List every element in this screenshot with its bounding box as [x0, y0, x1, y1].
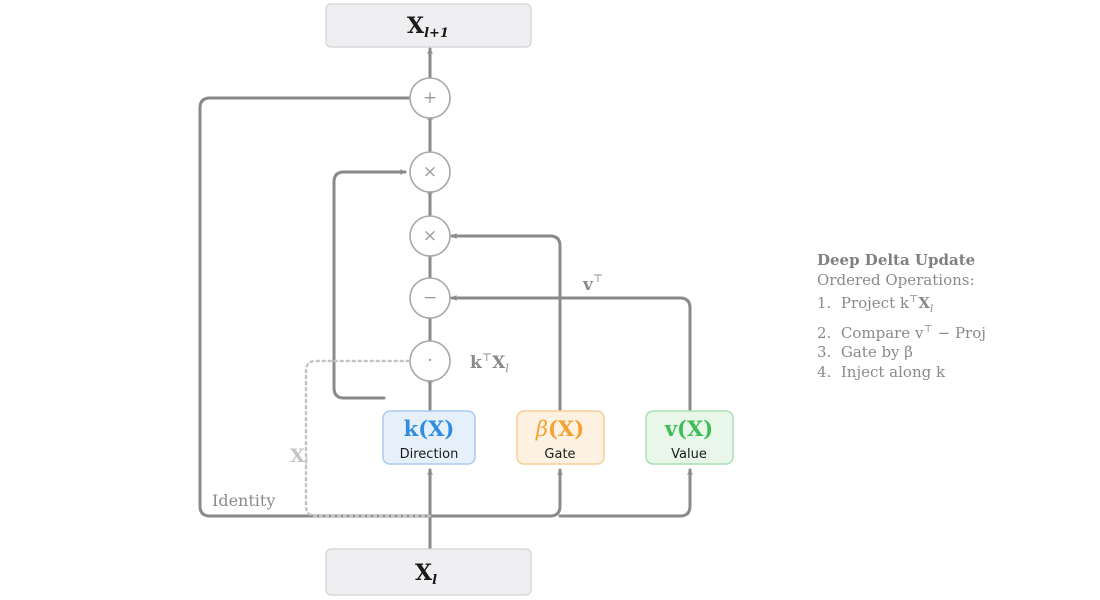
function-box-value-arg: (X) — [677, 416, 713, 441]
wire-identity-skip — [198, 96, 432, 518]
function-box-gate-arg: (X) — [548, 416, 584, 441]
function-box-direction-func: k — [404, 416, 419, 441]
op-dot-product-symbol: · — [427, 351, 432, 371]
label-xl-faint: Xl — [290, 445, 309, 469]
legend-subtitle: Ordered Operations: — [817, 270, 975, 289]
wire-xl-faint-dotted — [304, 359, 432, 518]
function-box-direction-caption: Direction — [400, 447, 459, 462]
svg-text:Xl+1: Xl+1 — [407, 13, 449, 41]
svg-text:k(X): k(X) — [404, 416, 455, 441]
node-x-l-sub: l — [432, 573, 437, 588]
node-x-l-plus-1-main: X — [407, 13, 425, 39]
label-kt-xl: k⊤Xl — [470, 351, 509, 375]
legend-item-4: 4. Inject along k — [817, 362, 946, 381]
function-box-value: v(X) Value — [645, 410, 734, 465]
op-subtract-symbol: − — [423, 288, 437, 308]
wires — [198, 47, 693, 551]
svg-text:β(X): β(X) — [535, 416, 584, 441]
label-identity: Identity — [212, 491, 275, 510]
wire-value-to-sub — [450, 295, 692, 412]
label-vt: v⊤ — [582, 272, 603, 295]
op-add: + — [409, 77, 451, 119]
wire-k-to-multop — [332, 169, 407, 400]
legend: Deep Delta Update Ordered Operations: 1.… — [817, 251, 986, 382]
function-box-direction-arg: (X) — [418, 416, 454, 441]
op-dot-product: · — [409, 340, 451, 382]
function-box-gate: β(X) Gate — [516, 410, 605, 465]
legend-title: Deep Delta Update — [817, 251, 976, 269]
legend-item-3: 3. Gate by β — [817, 343, 913, 361]
svg-text:Xl: Xl — [415, 560, 437, 588]
function-box-gate-func: β — [535, 417, 548, 441]
legend-item-1: 1. Project k⊤Xl — [817, 294, 934, 315]
function-box-value-caption: Value — [671, 447, 707, 462]
node-x-l: Xl — [325, 548, 532, 596]
function-box-direction: k(X) Direction — [382, 410, 476, 465]
function-box-value-func: v — [664, 416, 678, 441]
node-x-l-main: X — [415, 560, 433, 586]
op-multiply-direction: × — [409, 151, 451, 193]
op-multiply-gate-symbol: × — [423, 226, 437, 246]
wire-branch-to-gate — [428, 468, 563, 518]
legend-item-2: 2. Compare v⊤ − Proj — [817, 323, 986, 342]
node-x-l-plus-1: Xl+1 — [325, 3, 532, 48]
op-add-symbol: + — [423, 88, 437, 108]
wire-gate-to-mul — [450, 233, 562, 412]
node-x-l-plus-1-sub: l+1 — [424, 26, 449, 41]
op-multiply-gate: × — [409, 215, 451, 257]
wire-branch-to-value — [558, 468, 693, 518]
op-multiply-direction-symbol: × — [423, 162, 437, 182]
op-subtract: − — [409, 277, 451, 319]
svg-text:v(X): v(X) — [664, 416, 713, 441]
function-box-gate-caption: Gate — [544, 447, 575, 462]
